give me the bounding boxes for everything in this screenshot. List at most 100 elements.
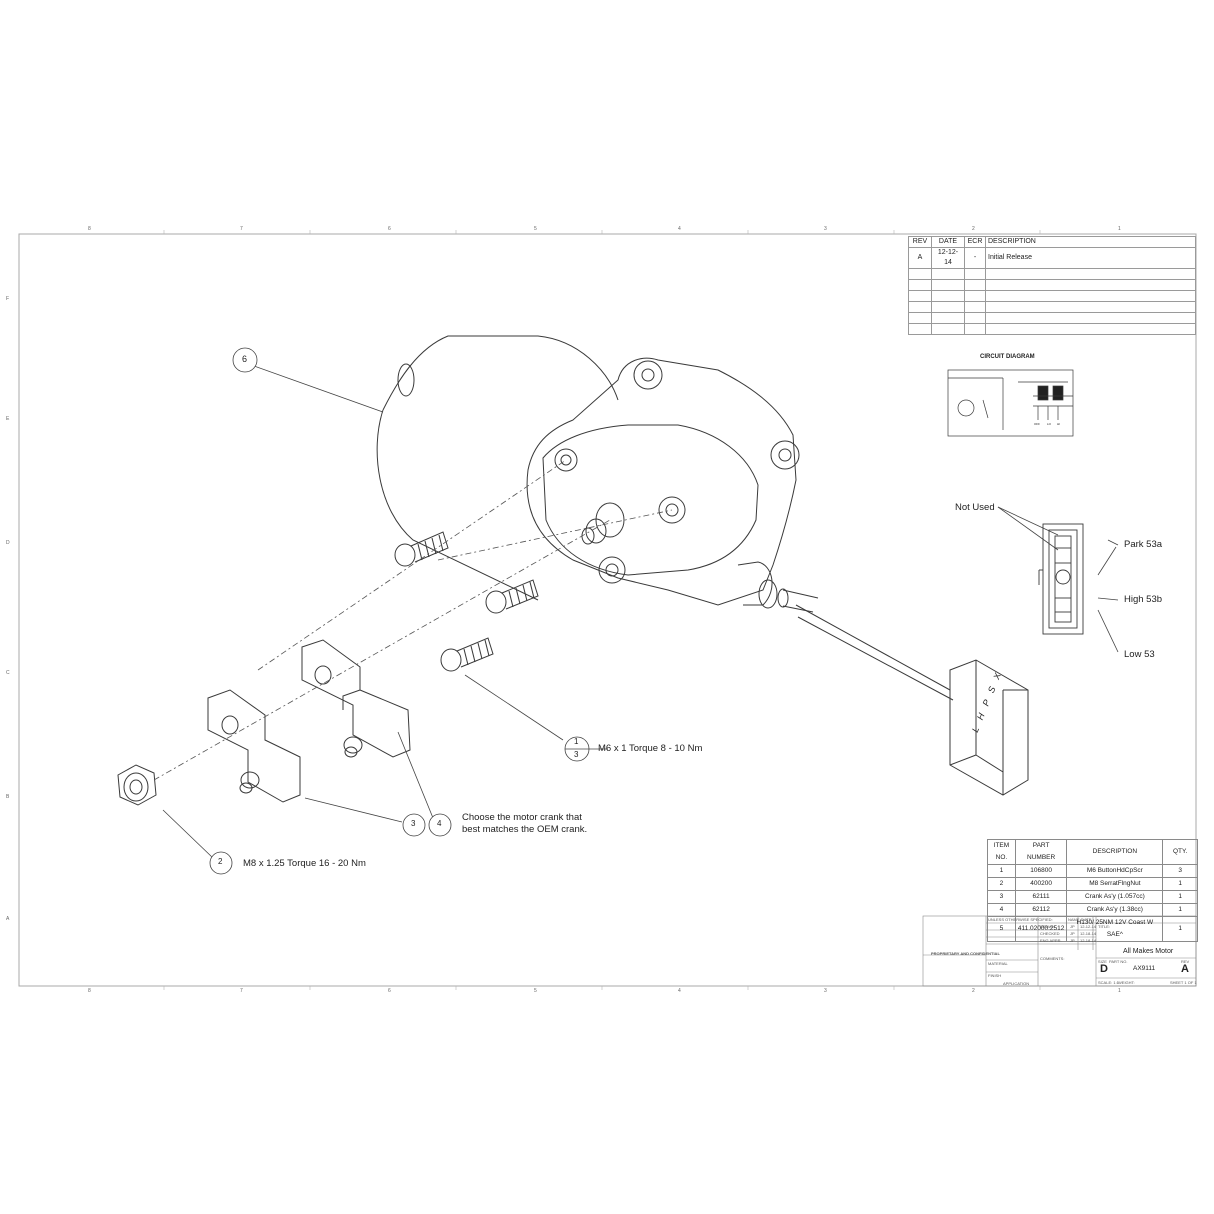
bom-row: 3 62111 Crank As'y (1.057cc) 1 <box>987 890 1198 904</box>
zone-label: 5 <box>534 988 537 994</box>
ecr-cell: - <box>964 247 986 269</box>
bom-desc: M6 ButtonHdCpScr <box>1066 864 1164 878</box>
bom-item: 1 <box>987 864 1016 878</box>
bom-qty: 1 <box>1162 916 1198 942</box>
bom-header-part: PART NUMBER <box>1014 839 1068 865</box>
zone-label: 3 <box>824 988 827 994</box>
screw-1 <box>394 531 449 567</box>
tb-part-no: AX9111 <box>1133 965 1156 972</box>
drawing-title: All Makes Motor <box>1123 948 1174 955</box>
bom-row: 2 400200 M8 SerratFlngNut 1 <box>987 877 1198 891</box>
bill-of-materials: ITEM NO. PART NUMBER DESCRIPTION QTY. 1 … <box>987 839 1198 942</box>
flange-nut <box>117 764 157 806</box>
rev-cell: A <box>908 247 932 269</box>
bom-desc: Crank As'y (1.38cc) <box>1066 903 1164 917</box>
description-header: DESCRIPTION <box>985 236 1196 248</box>
zone-label: F <box>6 296 10 302</box>
bom-part: 400200 <box>1014 877 1068 891</box>
leader-lines <box>162 365 1119 859</box>
zone-label: 5 <box>534 226 537 232</box>
zone-label: 1 <box>1118 226 1121 232</box>
low-label: Low 53 <box>1124 649 1155 660</box>
bom-qty: 3 <box>1162 864 1198 878</box>
mount-boss-3 <box>554 448 578 472</box>
screws <box>394 531 539 672</box>
screw-2 <box>485 579 539 614</box>
bom-header-item: ITEM NO. <box>987 839 1016 865</box>
drawing-sheet: 8 7 6 5 4 3 2 1 8 7 6 5 4 3 2 1 F E D C … <box>6 220 1198 994</box>
zone-label: 7 <box>240 226 243 232</box>
tb-eng-date: 12-18-14 <box>1080 938 1097 943</box>
output-shaft <box>595 502 625 538</box>
motor-can-cap <box>397 363 415 397</box>
cable-gland <box>737 561 773 606</box>
zone-label: 2 <box>972 988 975 994</box>
tb-proprietary: PROPRIETARY AND CONFIDENTIAL <box>931 951 1000 956</box>
motor-can-left <box>376 409 539 601</box>
callout-4: 4 <box>437 819 442 828</box>
gearbox-housing <box>526 357 797 606</box>
bom-item: 5 <box>987 916 1016 942</box>
bom-desc: Crank As'y (1.057cc) <box>1066 890 1164 904</box>
tb-size: D <box>1100 963 1108 975</box>
date-cell: 12-12-14 <box>931 247 965 269</box>
zone-label: 1 <box>1118 988 1121 994</box>
callout-3: 3 <box>411 819 416 828</box>
zone-label: D <box>6 540 10 546</box>
tb-rev-label: REV <box>1181 959 1190 964</box>
tb-title-label: TITLE: <box>1098 924 1111 929</box>
callout-1-qty: 3 <box>574 750 579 759</box>
tb-eng-appr: ENG APPR. <box>1040 938 1062 943</box>
revision-row: A 12-12-14 - Initial Release <box>908 247 1196 269</box>
tb-checked: CHECKED <box>1040 931 1060 936</box>
screw-3 <box>440 637 494 672</box>
tb-rev: A <box>1181 963 1189 975</box>
circuit-schematic <box>947 369 1074 437</box>
zone-label: 2 <box>972 226 975 232</box>
high-label: High 53b <box>1124 594 1163 605</box>
tb-application: APPLICATION <box>1003 981 1030 986</box>
zone-ticks <box>163 230 1041 990</box>
tb-date-label: DATE <box>1081 917 1092 922</box>
zone-label: 3 <box>824 226 827 232</box>
zone-label: 6 <box>388 988 391 994</box>
nut-torque-note: M8 x 1.25 Torque 16 - 20 Nm <box>243 858 366 869</box>
bom-part: 411.02000.2512 <box>1014 916 1068 942</box>
rev-header: REV <box>908 236 932 248</box>
tb-sheet: SHEET 1 OF 1 <box>1170 980 1197 985</box>
connector-pinout <box>1038 523 1084 635</box>
tb-checked-name: JP <box>1070 931 1075 936</box>
not-used-label: Not Used <box>955 502 995 513</box>
bom-qty: 1 <box>1162 890 1198 904</box>
bom-row: 5 411.02000.2512 H130/ 25NM 12V Coast W … <box>987 916 1198 942</box>
bom-row: 1 106800 M6 ButtonHdCpScr 3 <box>987 864 1198 878</box>
bom-item: 3 <box>987 890 1016 904</box>
circuit-label-off: OFF <box>1034 422 1040 426</box>
bom-desc: M8 SerratFlngNut <box>1066 877 1164 891</box>
cranks <box>207 639 411 803</box>
bom-item: 2 <box>987 877 1016 891</box>
tb-drawn-name: JP <box>1070 924 1075 929</box>
callout-2: 2 <box>218 857 223 866</box>
bom-header-desc: DESCRIPTION <box>1066 839 1164 865</box>
tb-size-label: SIZE <box>1098 959 1107 964</box>
motor-assembly <box>376 335 1029 796</box>
crank-note-line2: best matches the OEM crank. <box>462 824 588 835</box>
crank-4 <box>301 639 411 758</box>
bom-qty: 1 <box>1162 877 1198 891</box>
ecr-header: ECR <box>964 236 986 248</box>
zone-label: 8 <box>88 988 91 994</box>
bom-desc: H130/ 25NM 12V Coast W SAE^ <box>1066 916 1164 942</box>
description-cell: Initial Release <box>985 247 1196 269</box>
tb-weight: WEIGHT: <box>1118 980 1135 985</box>
circuit-diagram-title: CIRCUIT DIAGRAM <box>980 354 1035 360</box>
zone-label: 4 <box>678 226 681 232</box>
crank-note-line1: Choose the motor crank that <box>462 812 582 823</box>
mount-boss-2 <box>770 440 800 470</box>
zone-label: B <box>6 794 10 800</box>
bom-part: 62112 <box>1014 903 1068 917</box>
revision-table: REV DATE ECR DESCRIPTION A 12-12-14 - In… <box>908 236 1196 335</box>
bom-item: 4 <box>987 903 1016 917</box>
zone-label: 7 <box>240 988 243 994</box>
circuit-label-hi: HI <box>1057 422 1060 426</box>
